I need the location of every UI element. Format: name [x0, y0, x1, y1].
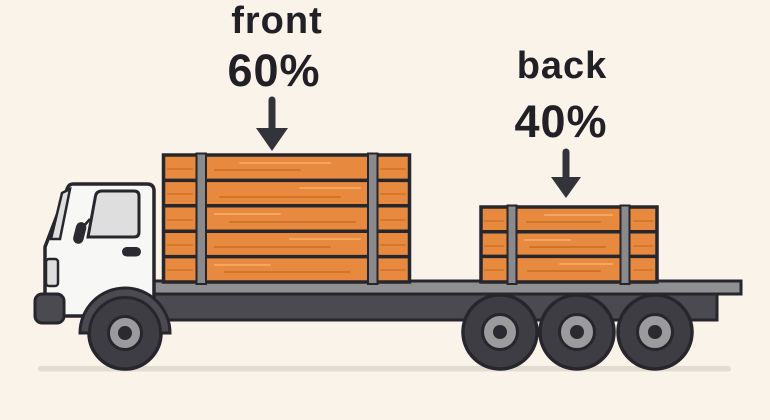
- front-percentage: 60%: [227, 45, 320, 96]
- front-bumper: [33, 292, 66, 325]
- side-mirror: [73, 222, 87, 244]
- back-percentage: 40%: [514, 96, 607, 147]
- windshield: [49, 186, 72, 241]
- front-label: front: [231, 0, 323, 42]
- wood-grain-streaks: [167, 162, 406, 273]
- front-stack-strap-left: [195, 152, 207, 285]
- cab-front-panel: [44, 257, 60, 288]
- front-stack-plank-seams: [163, 178, 410, 259]
- down-arrow-icon: [551, 148, 581, 198]
- door-handle: [122, 247, 141, 257]
- back-lumber-stack: [479, 204, 659, 285]
- front-stack-strap-right: [367, 152, 379, 285]
- back-stack-strap-right: [619, 204, 631, 285]
- front-fender-arch: [78, 286, 172, 335]
- door-window: [86, 189, 141, 239]
- back-annotation: back 40%: [514, 45, 607, 198]
- rear-wheel-1: [461, 293, 539, 371]
- rear-wheel-3: [616, 293, 694, 371]
- front-annotation: front 60%: [227, 0, 322, 151]
- front-lumber-stack: [161, 152, 412, 285]
- back-stack-strap-left: [506, 204, 518, 285]
- back-label: back: [517, 45, 608, 87]
- rear-wheel-2: [538, 293, 616, 371]
- truck-cab: [43, 182, 156, 318]
- wood-grain-streaks: [484, 214, 654, 272]
- chassis-body: [93, 291, 719, 322]
- down-arrow-icon: [256, 96, 288, 151]
- ground-line: [38, 366, 731, 372]
- truck-flatbed: [93, 279, 743, 371]
